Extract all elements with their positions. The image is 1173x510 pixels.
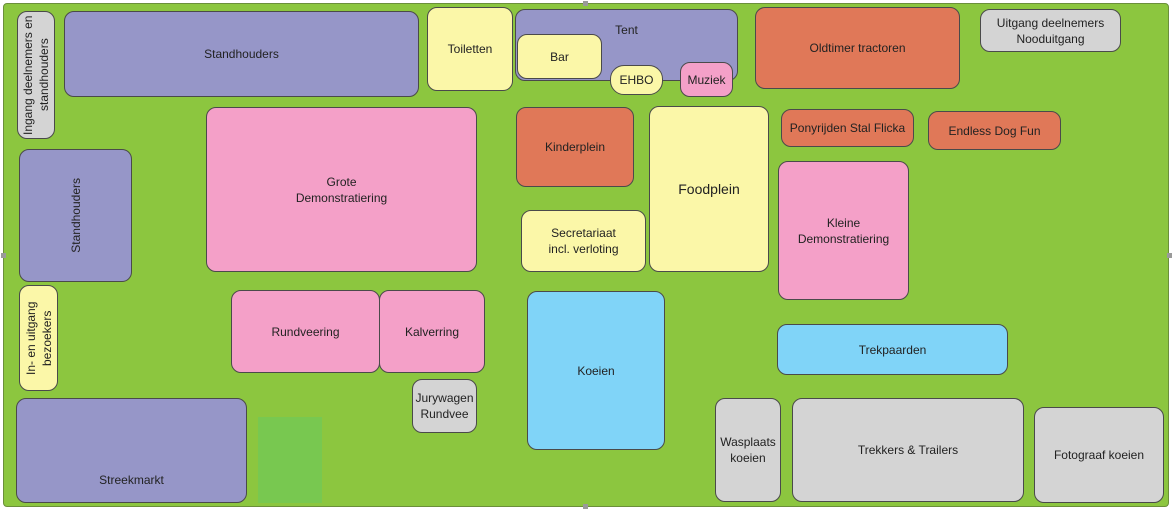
empty-plot: [258, 417, 322, 503]
zone-jurywagen-rundvee[interactable]: Jurywagen Rundvee: [412, 379, 477, 433]
zone-muziek[interactable]: Muziek: [680, 62, 733, 97]
zone-secretariaat[interactable]: Secretariaat incl. verloting: [521, 210, 646, 272]
zone-koeien[interactable]: Koeien: [527, 291, 665, 450]
zone-ingang-deelnemers[interactable]: Ingang deelnemers en standhouders: [17, 11, 55, 139]
zone-trekpaarden[interactable]: Trekpaarden: [777, 324, 1008, 375]
in-uitgang-label: In- en uitgang bezoekers: [23, 301, 54, 375]
zone-foodplein[interactable]: Foodplein: [649, 106, 769, 272]
zone-fotograaf-koeien[interactable]: Fotograaf koeien: [1034, 407, 1164, 503]
zone-ehbo[interactable]: EHBO: [610, 65, 663, 95]
resize-handle-right[interactable]: [1167, 253, 1172, 258]
zone-endless-dog-fun[interactable]: Endless Dog Fun: [928, 111, 1061, 150]
zone-uitgang-nooduitgang[interactable]: Uitgang deelnemers Nooduitgang: [980, 9, 1121, 52]
resize-handle-left[interactable]: [1, 253, 6, 258]
event-site-map: Standhouders Ingang deelnemers en standh…: [3, 3, 1169, 507]
zone-toiletten[interactable]: Toiletten: [427, 7, 513, 91]
zone-grote-demonstratiering[interactable]: Grote Demonstratiering: [206, 107, 477, 272]
zone-wasplaats-koeien[interactable]: Wasplaats koeien: [715, 398, 781, 502]
zone-oldtimer-tractoren[interactable]: Oldtimer tractoren: [755, 7, 960, 89]
resize-handle-bottom[interactable]: [583, 504, 588, 509]
zone-standhouders-top[interactable]: Standhouders: [64, 11, 419, 97]
standhouders-left-label: Standhouders: [68, 178, 83, 253]
zone-streekmarkt[interactable]: Streekmarkt: [16, 398, 247, 503]
zone-kinderplein[interactable]: Kinderplein: [516, 107, 634, 187]
zone-standhouders-left[interactable]: Standhouders: [19, 149, 132, 282]
zone-bar[interactable]: Bar: [517, 34, 602, 79]
ingang-label: Ingang deelnemers en standhouders: [21, 15, 51, 135]
resize-handle-top[interactable]: [583, 1, 588, 6]
zone-ponyrijden[interactable]: Ponyrijden Stal Flicka: [781, 109, 914, 147]
zone-kalverring[interactable]: Kalverring: [379, 290, 485, 373]
zone-in-uitgang-bezoekers[interactable]: In- en uitgang bezoekers: [19, 285, 58, 391]
zone-trekkers-trailers[interactable]: Trekkers & Trailers: [792, 398, 1024, 502]
zone-rundveering[interactable]: Rundveering: [231, 290, 380, 373]
zone-kleine-demonstratiering[interactable]: Kleine Demonstratiering: [778, 161, 909, 300]
